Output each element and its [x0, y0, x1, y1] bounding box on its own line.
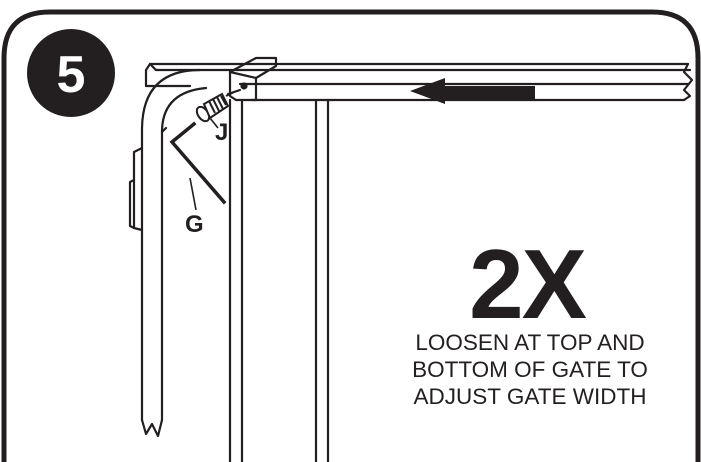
step-number: 5 [57, 46, 86, 104]
label-j: J [215, 119, 228, 146]
step-badge: 5 [27, 29, 115, 117]
screw-icon [195, 91, 235, 123]
post-break [140, 418, 164, 438]
instruction-line-2: BOTTOM OF GATE TO [412, 357, 648, 382]
leader-lines [189, 117, 219, 211]
hinge-plate [128, 146, 144, 232]
step-frame [1, 9, 701, 462]
repeat-count: 2X [469, 229, 587, 339]
rail-bracket [226, 56, 278, 102]
instruction-line-1: LOOSEN AT TOP AND [415, 330, 644, 355]
hex-key-icon [169, 121, 227, 205]
vertical-bars [228, 98, 330, 462]
corner-post [140, 68, 208, 422]
arrow-left-icon [410, 78, 535, 104]
instruction-line-3: ADJUST GATE WIDTH [414, 384, 647, 409]
gate-drawing [128, 56, 694, 462]
label-g: G [185, 211, 204, 238]
